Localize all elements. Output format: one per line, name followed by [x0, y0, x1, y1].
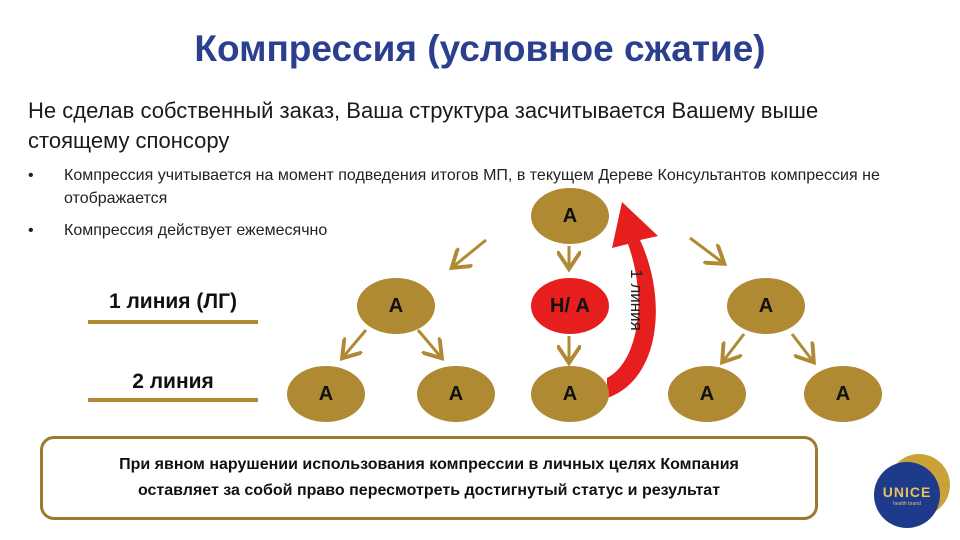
arrow-right-to-b5 — [790, 333, 812, 360]
node-bottom: А — [417, 366, 495, 422]
node-left-mid: А — [357, 278, 435, 334]
line-label-first: 1 линия (ЛГ) — [108, 290, 238, 313]
node-right-mid: А — [727, 278, 805, 334]
node-bottom: А — [531, 366, 609, 422]
arrow-left-to-b1 — [344, 329, 368, 356]
logo-subtitle: health brand — [893, 500, 921, 507]
arrow-left-to-b2 — [416, 329, 440, 356]
node-mid-red: Н/ А — [531, 278, 609, 334]
line-divider — [88, 320, 258, 324]
arrow-top-to-left — [454, 238, 487, 266]
page-title: Компрессия (условное сжатие) — [194, 28, 766, 69]
notice-line: оставляет за собой право пересмотреть до… — [137, 482, 721, 499]
notice-line: При явном нарушении использования компре… — [119, 456, 739, 473]
bullet-text: Компрессия действует ежемесячно — [64, 222, 328, 239]
line-label-second: 2 линия — [132, 370, 214, 393]
node-bottom: А — [668, 366, 746, 422]
line-divider — [88, 398, 258, 402]
logo-name: UNICE — [882, 483, 932, 500]
lead-text: Не сделав собственный заказ, Ваша структ… — [28, 98, 819, 153]
bullet-dot-icon: • — [28, 222, 34, 239]
node-bottom: А — [804, 366, 882, 422]
node-mid-red-label: Н/ А — [550, 295, 590, 317]
curve-label: 1 линия — [627, 269, 646, 331]
node-top: А — [531, 188, 609, 244]
notice-box: При явном нарушении использования компре… — [40, 436, 818, 520]
bullet-dot-icon: • — [28, 167, 34, 184]
bullet-text: Компрессия учитывается на момент подведе… — [64, 167, 880, 207]
arrow-right-to-b4 — [724, 333, 746, 360]
compression-curve-arrow — [607, 202, 658, 398]
node-bottom: А — [287, 366, 365, 422]
brand-logo: UNICE health brand — [874, 462, 940, 528]
arrow-top-to-right — [689, 236, 722, 262]
